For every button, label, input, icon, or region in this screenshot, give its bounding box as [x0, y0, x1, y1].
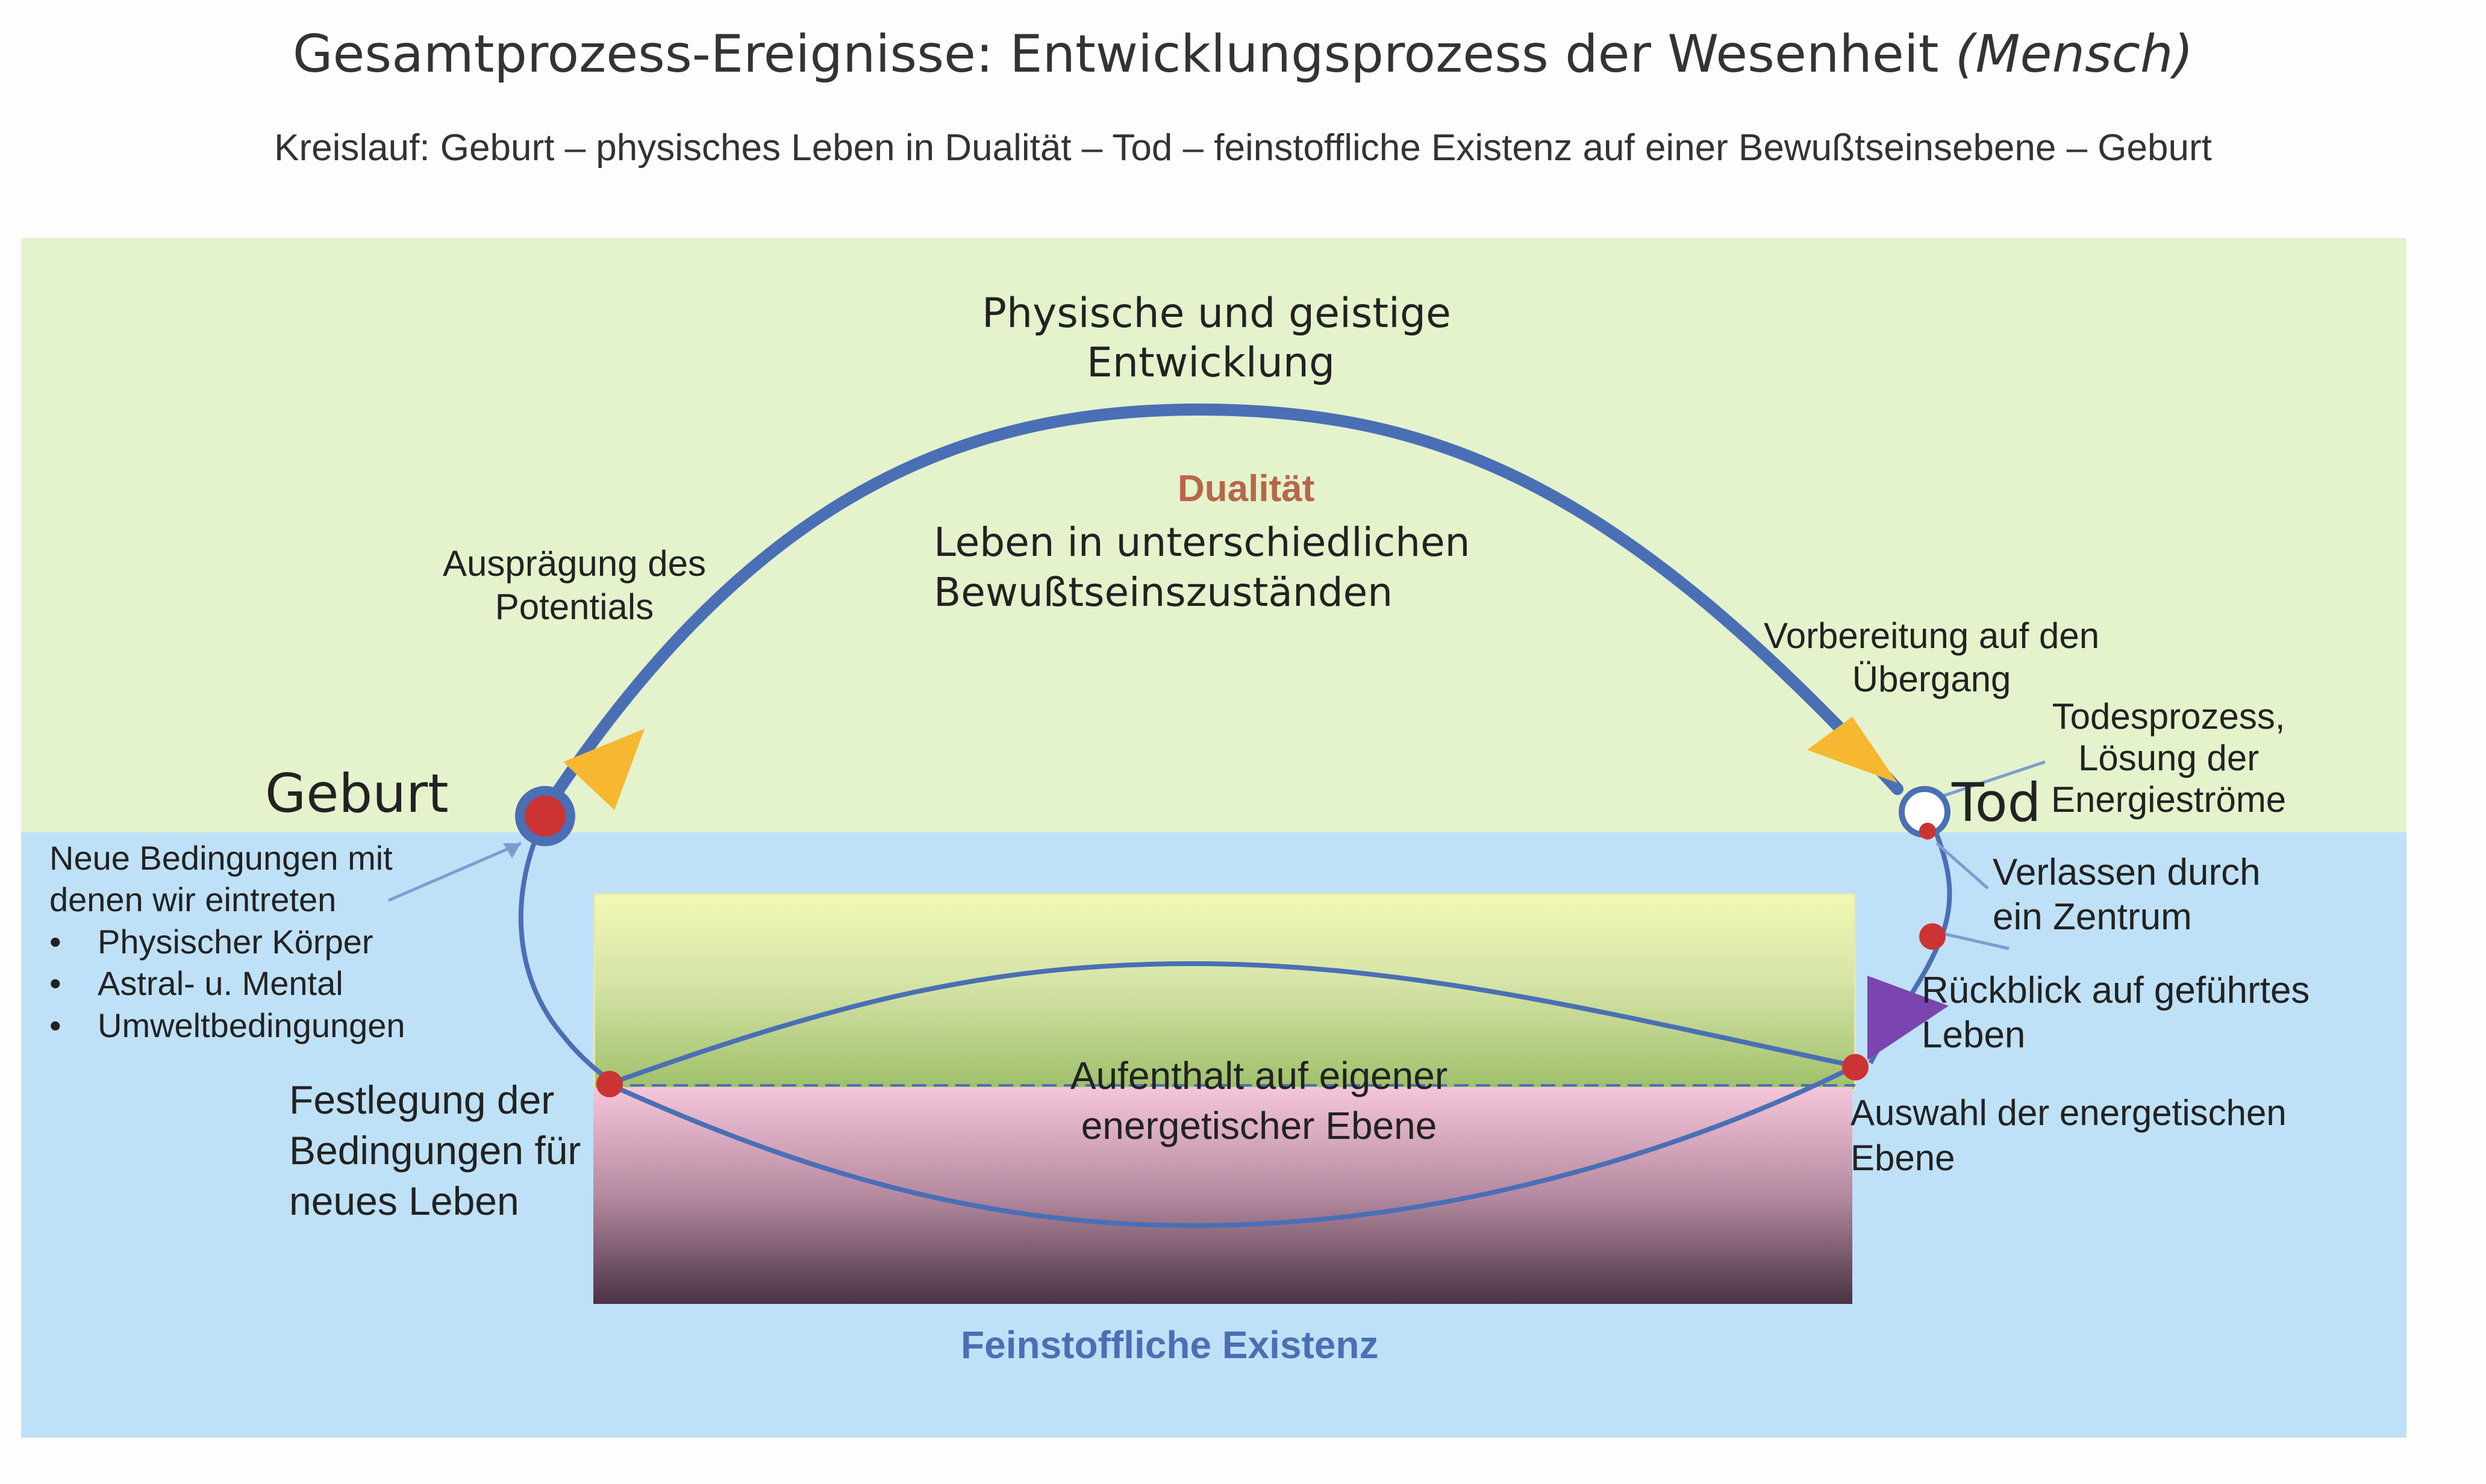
label-verlassen: Verlassen durch ein Zentrum	[1993, 850, 2261, 940]
energetic-level-upper-box	[593, 893, 1856, 1091]
pointer-todesprozess	[1936, 760, 2046, 800]
label-verlassen-line1: Verlassen durch	[1993, 852, 2261, 893]
label-auspraegung-line1: Ausprägung des	[443, 543, 706, 584]
condition-item: Umweltbedingungen	[49, 1005, 405, 1047]
upper-band-dualitaet	[21, 238, 2406, 832]
energetic-level-lower-box	[593, 1087, 1852, 1304]
label-vorbereitung: Vorbereitung auf den Übergang	[1764, 614, 2099, 701]
lens-upper-curve	[607, 961, 1856, 1086]
label-physische-entwicklung: Physische und geistige Entwicklung	[982, 289, 1451, 387]
birth-circle	[515, 786, 575, 846]
orange-arrow-left-icon	[563, 729, 645, 810]
label-neue-line2: denen wir eintreten	[49, 881, 337, 919]
label-neue-bedingungen: Neue Bedingungen mit denen wir eintreten…	[49, 837, 405, 1047]
purple-arrow-icon	[1867, 976, 1949, 1060]
label-vorbereitung-line2: Übergang	[1852, 659, 2011, 699]
label-vorbereitung-line1: Vorbereitung auf den	[1764, 616, 2100, 656]
red-dot-festlegung	[596, 1071, 623, 1097]
label-top-line2: Entwicklung	[1086, 338, 1335, 387]
label-aufenthalt: Aufenthalt auf eigener energetischer Ebe…	[1000, 1051, 1518, 1151]
label-geburt: Geburt	[265, 762, 449, 825]
label-feinstoffliche-existenz: Feinstoffliche Existenz	[961, 1323, 1379, 1367]
label-festlegung: Festlegung der Bedingungen für neues Leb…	[289, 1075, 581, 1226]
page-title: Gesamtprozess-Ereignisse: Entwicklungspr…	[0, 24, 2486, 84]
label-rueckblick-line1: Rückblick auf geführtes	[1922, 970, 2310, 1011]
pointer-neue-arrowhead	[503, 843, 521, 858]
label-festlegung-line1: Festlegung der	[289, 1077, 555, 1122]
label-leben: Leben in unterschiedlichen Bewußtseinszu…	[934, 518, 1470, 617]
title-main: Gesamtprozess-Ereignisse: Entwicklungspr…	[292, 24, 1939, 84]
label-auspraegung: Ausprägung des Potentials	[443, 542, 706, 629]
label-todesprozess-line3: Energieströme	[2051, 779, 2287, 820]
label-festlegung-line2: Bedingungen für	[289, 1127, 581, 1173]
page-subtitle: Kreislauf: Geburt – physisches Leben in …	[274, 127, 2212, 169]
label-auswahl-line1: Auswahl der energetischen	[1850, 1093, 2287, 1133]
title-italic: (Mensch)	[1955, 24, 2194, 84]
label-todesprozess-line2: Lösung der	[2078, 738, 2260, 778]
left-birth-curve	[518, 815, 621, 1091]
label-todesprozess: Todesprozess, Lösung der Energieströme	[2051, 696, 2286, 820]
label-aufenthalt-line2: energetischer Ebene	[1081, 1104, 1437, 1148]
orange-arrow-right-icon	[1807, 717, 1897, 783]
label-festlegung-line3: neues Leben	[289, 1178, 519, 1223]
label-neue-line1: Neue Bedingungen mit	[49, 839, 393, 877]
condition-item: Physischer Körper	[49, 921, 405, 963]
label-leben-line1: Leben in unterschiedlichen	[934, 519, 1470, 566]
lens-lower-curve	[607, 1064, 1857, 1229]
label-rueckblick: Rückblick auf geführtes Leben	[1922, 968, 2310, 1058]
red-dot-auswahl	[1842, 1054, 1869, 1080]
red-dot-todesprozess	[1919, 823, 1936, 840]
red-dot-verlassen	[1919, 923, 1946, 950]
condition-item: Astral- u. Mental	[49, 962, 405, 1005]
label-aufenthalt-line1: Aufenthalt auf eigener	[1070, 1054, 1448, 1097]
label-rueckblick-line2: Leben	[1922, 1014, 2026, 1056]
pointer-verlassen	[1935, 842, 1989, 890]
label-todesprozess-line1: Todesprozess,	[2052, 696, 2285, 737]
pointer-rueckblick	[1942, 932, 2010, 950]
conditions-list: Physischer Körper Astral- u. Mental Umwe…	[49, 921, 405, 1047]
label-leben-line2: Bewußtseinszuständen	[934, 569, 1393, 616]
label-verlassen-line2: ein Zentrum	[1993, 896, 2192, 938]
label-tod: Tod	[1952, 772, 2041, 834]
label-dualitaet: Dualität	[1178, 468, 1315, 510]
label-auswahl: Auswahl der energetischen Ebene	[1850, 1090, 2287, 1180]
label-auspraegung-line2: Potentials	[495, 587, 654, 627]
label-top-line1: Physische und geistige	[982, 290, 1451, 337]
label-auswahl-line2: Ebene	[1850, 1138, 1955, 1178]
life-arc	[539, 403, 1904, 816]
pointer-neue-bedingungen	[388, 841, 522, 902]
